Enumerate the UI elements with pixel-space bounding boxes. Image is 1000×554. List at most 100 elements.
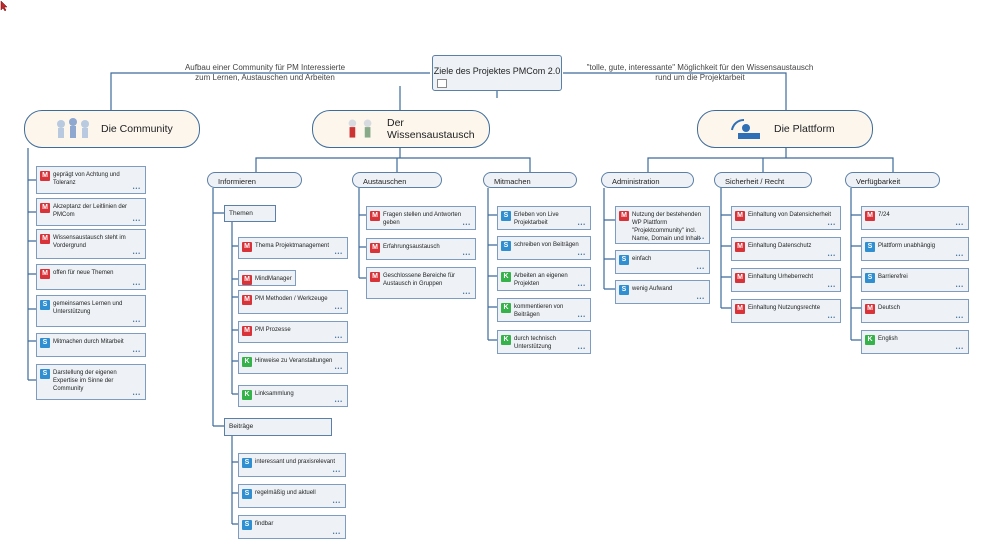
themen-item[interactable]: K Hinweise zu Veranstaltungen ••• bbox=[238, 352, 348, 374]
more-icon[interactable]: ••• bbox=[577, 252, 586, 258]
priority-badge: S bbox=[619, 255, 629, 265]
mitmachen-item[interactable]: K durch technisch Unterstützung ••• bbox=[497, 330, 591, 354]
community-item[interactable]: M offen für neue Themen ••• bbox=[36, 264, 146, 290]
community-item[interactable]: S Mitmachen durch Mitarbeit ••• bbox=[36, 333, 146, 357]
community-item[interactable]: M geprägt von Achtung und Toleranz ••• bbox=[36, 166, 146, 194]
more-icon[interactable]: ••• bbox=[132, 218, 141, 224]
subtopic-verfuegbarkeit[interactable]: Verfügbarkeit bbox=[845, 172, 940, 188]
more-icon[interactable]: ••• bbox=[827, 222, 836, 228]
mitmachen-item[interactable]: S schreiben von Beiträgen ••• bbox=[497, 236, 591, 260]
more-icon[interactable]: ••• bbox=[827, 284, 836, 290]
more-icon[interactable]: ••• bbox=[334, 306, 343, 312]
priority-badge: M bbox=[40, 171, 50, 181]
austauschen-item[interactable]: M Erfahrungsaustausch ••• bbox=[366, 238, 476, 260]
priority-badge: M bbox=[865, 211, 875, 221]
central-topic[interactable]: Ziele des Projektes PMCom 2.0 bbox=[432, 55, 562, 91]
more-icon[interactable]: ••• bbox=[132, 392, 141, 398]
more-icon[interactable]: ••• bbox=[132, 319, 141, 325]
more-icon[interactable]: ••• bbox=[827, 315, 836, 321]
note-icon[interactable] bbox=[437, 79, 447, 88]
more-icon[interactable]: ••• bbox=[577, 283, 586, 289]
priority-badge: S bbox=[619, 285, 629, 295]
group-beitraege[interactable]: Beiträge bbox=[224, 418, 332, 436]
administration-item[interactable]: S wenig Aufwand ••• bbox=[615, 280, 710, 304]
subtopic-sicherheit-label: Sicherheit / Recht bbox=[725, 177, 785, 186]
more-icon[interactable]: ••• bbox=[334, 366, 343, 372]
more-icon[interactable]: ••• bbox=[955, 284, 964, 290]
priority-badge: S bbox=[865, 273, 875, 283]
subtopic-mitmachen[interactable]: Mitmachen bbox=[483, 172, 577, 188]
priority-badge: M bbox=[40, 234, 50, 244]
more-icon[interactable]: ••• bbox=[132, 251, 141, 257]
main-topic-wissensaustausch[interactable]: Der Wissensaustausch bbox=[312, 110, 490, 148]
priority-badge: S bbox=[501, 211, 511, 221]
item-text: schreiben von Beiträgen bbox=[514, 242, 579, 248]
subtopic-informieren[interactable]: Informieren bbox=[207, 172, 302, 188]
verfuegbarkeit-item[interactable]: K English ••• bbox=[861, 330, 969, 354]
more-icon[interactable]: ••• bbox=[955, 222, 964, 228]
community-item[interactable]: M Akzeptanz der Leitlinien der PMCom ••• bbox=[36, 198, 146, 226]
more-icon[interactable]: ••• bbox=[696, 236, 705, 242]
mitmachen-item[interactable]: K kommentieren von Beiträgen ••• bbox=[497, 298, 591, 322]
themen-item[interactable]: M MindManager bbox=[238, 270, 296, 286]
more-icon[interactable]: ••• bbox=[462, 291, 471, 297]
verfuegbarkeit-item[interactable]: M 7/24 ••• bbox=[861, 206, 969, 230]
item-text: regelmäßig und aktuell bbox=[255, 490, 316, 496]
item-text: Mitmachen durch Mitarbeit bbox=[53, 339, 124, 345]
main-topic-community[interactable]: Die Community bbox=[24, 110, 200, 148]
community-item[interactable]: M Wissensaustausch steht im Vordergrund … bbox=[36, 229, 146, 259]
mitmachen-item[interactable]: K Arbeiten an eigenen Projekten ••• bbox=[497, 267, 591, 291]
beitraege-item[interactable]: S interessant und praxisrelevant ••• bbox=[238, 453, 346, 477]
group-themen-label: Themen bbox=[229, 210, 253, 217]
subtopic-administration[interactable]: Administration bbox=[601, 172, 694, 188]
verfuegbarkeit-item[interactable]: S Plattform unabhängig ••• bbox=[861, 237, 969, 261]
more-icon[interactable]: ••• bbox=[577, 314, 586, 320]
main-topic-plattform[interactable]: Die Plattform bbox=[697, 110, 873, 148]
more-icon[interactable]: ••• bbox=[955, 346, 964, 352]
more-icon[interactable]: ••• bbox=[332, 469, 341, 475]
more-icon[interactable]: ••• bbox=[955, 315, 964, 321]
more-icon[interactable]: ••• bbox=[827, 253, 836, 259]
more-icon[interactable]: ••• bbox=[955, 253, 964, 259]
themen-item[interactable]: K Linksammlung ••• bbox=[238, 385, 348, 407]
more-icon[interactable]: ••• bbox=[132, 282, 141, 288]
more-icon[interactable]: ••• bbox=[332, 531, 341, 537]
mitmachen-item[interactable]: S Erleben von Live Projektarbeit ••• bbox=[497, 206, 591, 230]
more-icon[interactable]: ••• bbox=[462, 222, 471, 228]
more-icon[interactable]: ••• bbox=[696, 266, 705, 272]
more-icon[interactable]: ••• bbox=[132, 186, 141, 192]
group-themen[interactable]: Themen bbox=[224, 205, 276, 222]
verfuegbarkeit-item[interactable]: S Barrierefrei ••• bbox=[861, 268, 969, 292]
more-icon[interactable]: ••• bbox=[696, 296, 705, 302]
themen-item[interactable]: M PM Prozesse ••• bbox=[238, 321, 348, 343]
more-icon[interactable]: ••• bbox=[462, 252, 471, 258]
priority-badge: S bbox=[242, 458, 252, 468]
administration-item[interactable]: M Nutzung der bestehenden WP Plattform "… bbox=[615, 206, 710, 244]
more-icon[interactable]: ••• bbox=[577, 346, 586, 352]
more-icon[interactable]: ••• bbox=[132, 349, 141, 355]
more-icon[interactable]: ••• bbox=[334, 335, 343, 341]
more-icon[interactable]: ••• bbox=[334, 399, 343, 405]
beitraege-item[interactable]: S findbar ••• bbox=[238, 515, 346, 539]
themen-item[interactable]: M Thema Projektmanagement ••• bbox=[238, 237, 348, 259]
subtopic-austauschen[interactable]: Austauschen bbox=[352, 172, 442, 188]
verfuegbarkeit-item[interactable]: M Deutsch ••• bbox=[861, 299, 969, 323]
community-item[interactable]: S gemeinsames Lernen und Unterstützung •… bbox=[36, 295, 146, 327]
more-icon[interactable]: ••• bbox=[334, 251, 343, 257]
priority-badge: M bbox=[735, 211, 745, 221]
austauschen-item[interactable]: M Geschlossene Bereiche für Austausch in… bbox=[366, 267, 476, 299]
community-item[interactable]: S Darstellung der eigenen Expertise im S… bbox=[36, 364, 146, 400]
austauschen-item[interactable]: M Fragen stellen und Antworten geben ••• bbox=[366, 206, 476, 230]
beitraege-item[interactable]: S regelmäßig und aktuell ••• bbox=[238, 484, 346, 508]
sicherheit-item[interactable]: M Einhaltung Urheberrecht ••• bbox=[731, 268, 841, 292]
sicherheit-item[interactable]: M Einhaltung von Datensicherheit ••• bbox=[731, 206, 841, 230]
sicherheit-item[interactable]: M Einhaltung Datenschutz ••• bbox=[731, 237, 841, 261]
mouse-cursor-icon bbox=[0, 0, 8, 12]
themen-item[interactable]: M PM Methoden / Werkzeuge ••• bbox=[238, 290, 348, 314]
sicherheit-item[interactable]: M Einhaltung Nutzungsrechte ••• bbox=[731, 299, 841, 323]
more-icon[interactable]: ••• bbox=[577, 222, 586, 228]
more-icon[interactable]: ••• bbox=[332, 500, 341, 506]
administration-item[interactable]: S einfach ••• bbox=[615, 250, 710, 274]
subtopic-sicherheit[interactable]: Sicherheit / Recht bbox=[714, 172, 812, 188]
priority-badge: S bbox=[865, 242, 875, 252]
